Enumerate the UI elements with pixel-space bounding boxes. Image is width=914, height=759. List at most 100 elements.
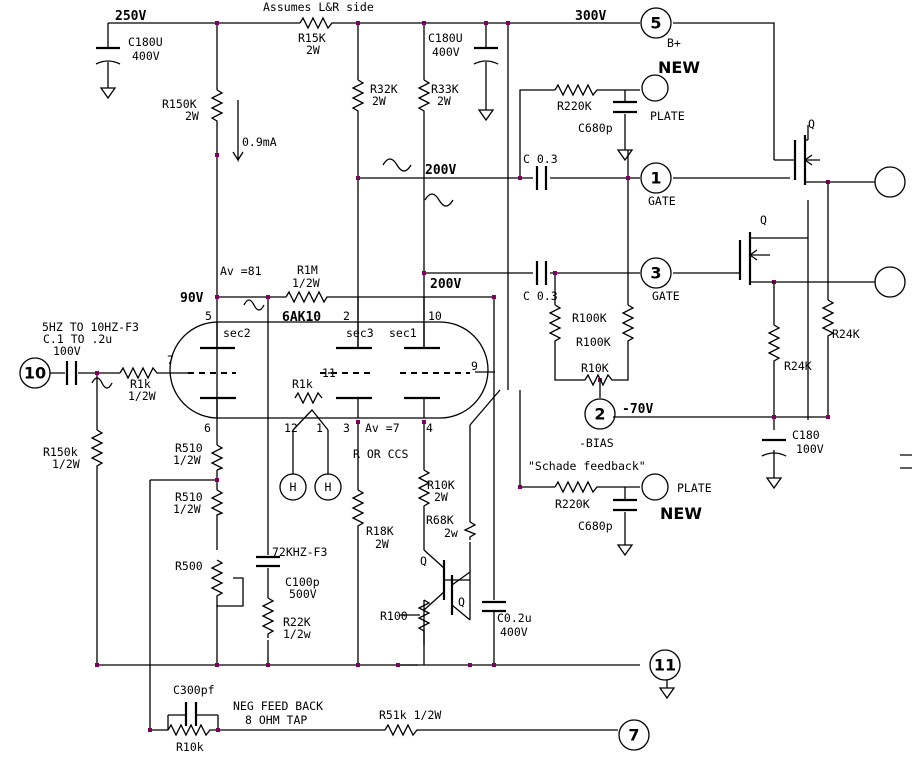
r68k-watt: 2w [444, 526, 458, 540]
r150k-in-symbol [90, 429, 104, 470]
gate1-label: GATE [648, 194, 676, 208]
bplus-node-label: 5 [650, 14, 661, 33]
f3-72k: 72KHZ-F3 [272, 545, 327, 559]
c03-top-val: C 0.3 [523, 152, 558, 166]
mosfet-lower [735, 232, 808, 285]
r100k-a-symbol [548, 304, 562, 345]
heater-right-label: H [325, 480, 332, 494]
labels: 250V Assumes L&R side 300V C180U 400V R1… [24, 0, 860, 754]
r220k-bot-symbol [554, 480, 600, 494]
heater-left-label: H [290, 480, 297, 494]
tube-sec3: sec3 [346, 326, 374, 340]
tube-6ak10 [169, 321, 489, 419]
r15k-watt: 2W [306, 43, 320, 57]
input-node: 10 [24, 364, 46, 383]
r10k-2w-symbol [417, 469, 431, 510]
av81-note: Av =81 [220, 264, 262, 278]
r100k-b-symbol [621, 304, 635, 345]
pin-12: 12 [284, 421, 298, 435]
r500-val: R500 [175, 559, 203, 573]
c680-top-val: C680p [578, 121, 613, 135]
c180-100-volt: 100V [796, 442, 824, 456]
rail-neg70: -70V [622, 402, 653, 417]
r18k-symbol [351, 489, 365, 530]
q-lower: Q [760, 213, 767, 227]
current-note: 0.9mA [242, 135, 277, 149]
gate3-node: 3 [650, 264, 661, 283]
r68k-symbol [463, 521, 477, 540]
edge-marks [900, 454, 912, 469]
neg-fb-1: NEG FEED BACK [233, 699, 323, 713]
gnd-node: 11 [654, 656, 676, 675]
r220k-top-symbol [554, 83, 600, 97]
r15k-val: R15K [298, 31, 326, 45]
r22k-symbol [261, 597, 275, 638]
r1k-in-val: R1k [130, 377, 151, 391]
neg-fb-2: 8 OHM TAP [245, 713, 307, 727]
r22k-val: R22K [283, 615, 311, 629]
r220k-bot-val: R220K [555, 497, 590, 511]
rail-200v-mid: 200V [430, 277, 461, 292]
r100k-a-val: R100K [572, 311, 607, 325]
c300pf-val: C300pf [173, 683, 215, 697]
r33k-symbol [417, 79, 431, 115]
out-node: 7 [628, 726, 639, 745]
r510-b-val: R510 [175, 490, 203, 504]
r24k-b-symbol [821, 299, 835, 340]
bjt-transistors [423, 549, 471, 621]
q-bjt-1: Q [420, 554, 427, 568]
r1m-watt: 1/2W [292, 276, 320, 290]
r10k-2w-val: R10K [427, 478, 455, 492]
pin-10: 10 [428, 309, 442, 323]
rail-250v: 250V [115, 9, 146, 24]
r10k-bias-symbol [584, 373, 615, 387]
r33k-val: R33K [431, 82, 459, 96]
r32k-symbol [351, 79, 365, 115]
c100p-val: C100p [285, 575, 320, 589]
r32k-val: R32K [370, 82, 398, 96]
mosfet-upper [793, 130, 828, 185]
pin-6: 6 [204, 421, 211, 435]
current-arrow [232, 100, 244, 163]
r24k-b-val: R24K [832, 327, 860, 341]
tube-sec2: sec2 [223, 326, 251, 340]
gate1-node: 1 [650, 169, 661, 188]
plate-bot: PLATE [677, 481, 712, 495]
r1k-in-symbol [119, 366, 160, 380]
pin-3: 3 [343, 421, 350, 435]
bias-label: -BIAS [579, 436, 614, 450]
bplus-label: B+ [667, 36, 681, 50]
pin-9: 9 [471, 359, 478, 373]
c180u-a-volt: 400V [132, 49, 160, 63]
tube-name: 6AK10 [282, 310, 321, 325]
r1k-cath-val: R1k [292, 377, 313, 391]
q-upper: Q [808, 117, 815, 131]
r510-b-symbol [210, 489, 224, 518]
resistor-symbols [90, 16, 835, 737]
r10k-bias-val: R10K [581, 361, 609, 375]
r22k-watt: 1/2w [283, 627, 311, 641]
r150k-in-watt: 1/2W [52, 457, 80, 471]
gate3-label: GATE [652, 289, 680, 303]
r510-a-watt: 1/2W [173, 453, 201, 467]
pin-4: 4 [426, 421, 433, 435]
r510-a-val: R510 [175, 441, 203, 455]
c180-100-val: C180 [792, 428, 820, 442]
pin-11: 11 [322, 366, 336, 380]
wires [50, 22, 875, 731]
c03-bot-val: C 0.3 [523, 289, 558, 303]
r510-a-symbol [210, 444, 224, 471]
waveform-markers [91, 158, 454, 389]
assumes-note: Assumes L&R side [263, 0, 374, 14]
plate-top: PLATE [650, 109, 685, 123]
r18k-watt: 2W [375, 537, 389, 551]
rail-90v: 90V [180, 291, 204, 306]
capacitor-symbols [65, 46, 787, 726]
c180u-b-volt: 400V [432, 45, 460, 59]
r24k-a-val: R24K [784, 359, 812, 373]
r1m-val: R1M [297, 263, 318, 277]
r100k-b-val: R100K [576, 335, 611, 349]
r1k-in-watt: 1/2W [128, 389, 156, 403]
bias-node: 2 [594, 405, 605, 424]
